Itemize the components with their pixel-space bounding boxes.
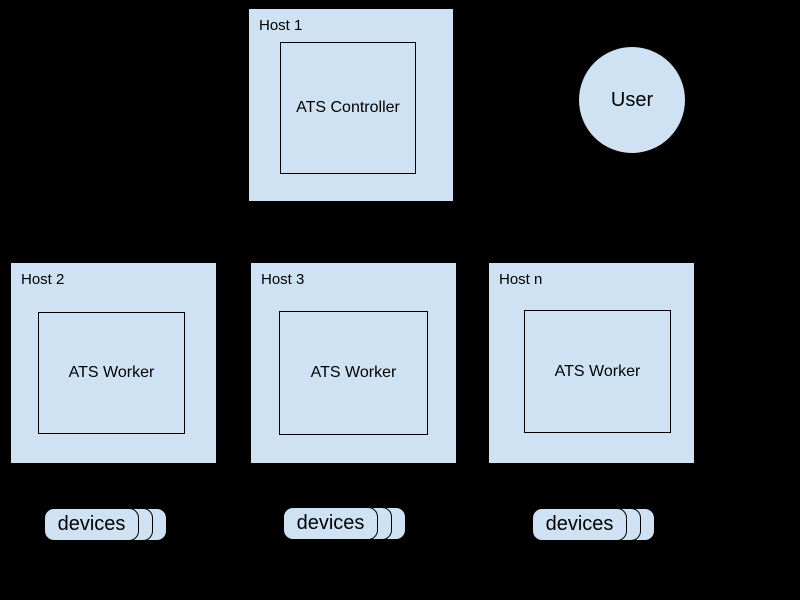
device-card-front: devices [532, 508, 627, 541]
ats-worker-label: ATS Worker [310, 364, 397, 381]
host-1-label: Host 1 [259, 17, 303, 34]
ats-worker-label: ATS Worker [68, 364, 155, 381]
host-2-node: Host 2 ATS Worker [10, 262, 217, 464]
device-card-front: devices [283, 507, 378, 540]
devices-stack-host2: devices [44, 508, 167, 541]
host-3-node: Host 3 ATS Worker [250, 262, 457, 464]
host-n-label: Host n [499, 271, 543, 288]
ats-worker-node: ATS Worker [38, 312, 185, 434]
device-card-front: devices [44, 508, 139, 541]
host-3-label: Host 3 [261, 271, 305, 288]
host-n-node: Host n ATS Worker [488, 262, 695, 464]
user-node: User [578, 46, 686, 154]
devices-label: devices [545, 513, 614, 535]
ats-controller-node: ATS Controller [280, 42, 416, 174]
ats-worker-label: ATS Worker [554, 362, 641, 380]
ats-controller-label: ATS Controller [296, 99, 400, 116]
devices-label: devices [296, 512, 365, 534]
user-label: User [610, 88, 654, 111]
host-1-node: Host 1 ATS Controller [248, 8, 454, 202]
ats-worker-node: ATS Worker [279, 311, 428, 435]
devices-stack-host3: devices [283, 507, 406, 540]
devices-label: devices [57, 513, 126, 535]
devices-stack-hostn: devices [532, 508, 655, 541]
ats-worker-node: ATS Worker [524, 310, 671, 433]
host-2-label: Host 2 [21, 271, 65, 288]
